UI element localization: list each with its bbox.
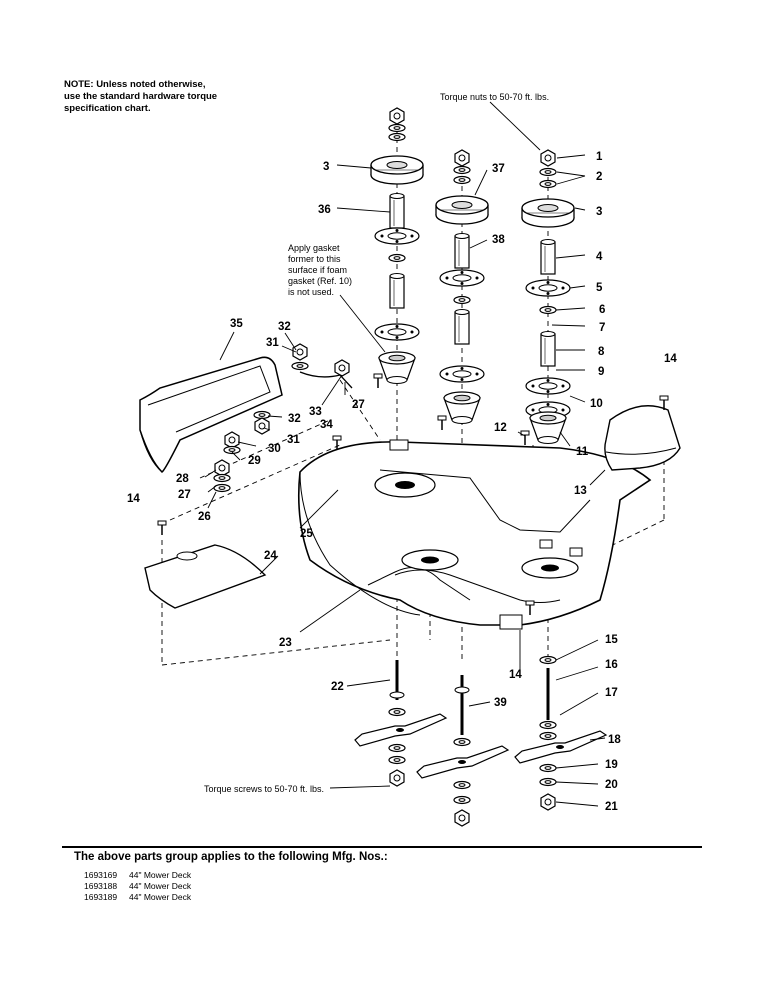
- part-label-31-upper: 31: [266, 337, 279, 349]
- part-label-24: 24: [264, 550, 277, 562]
- mfg-row: 1693189 44" Mower Deck: [84, 892, 191, 903]
- part-number-labels: 1 2 3 3 4 5 6 7 8 9 10 11 12 13 14 14 14…: [127, 151, 677, 813]
- part-label-37: 37: [492, 163, 505, 175]
- part-label-15: 15: [605, 634, 618, 646]
- part-label-3-right: 3: [596, 206, 602, 218]
- mfg-number-list: 1693169 44" Mower Deck 1693188 44" Mower…: [84, 870, 191, 903]
- mfg-description: 44" Mower Deck: [129, 881, 192, 891]
- part-label-23: 23: [279, 637, 292, 649]
- torque-note: NOTE: Unless noted otherwise, use the st…: [64, 79, 264, 115]
- note-line-1: NOTE: Unless noted otherwise,: [64, 79, 206, 90]
- left-guard: [144, 544, 267, 609]
- exploded-view-diagram: Torque nuts to 50-70 ft. lbs. Apply gask…: [127, 92, 681, 827]
- part-label-30: 30: [268, 443, 281, 455]
- part-label-38: 38: [492, 234, 505, 246]
- part-label-32-upper: 32: [278, 321, 291, 333]
- part-label-14-left: 14: [127, 493, 140, 505]
- mfg-number: 1693188: [84, 881, 118, 891]
- leader-lines: [204, 101, 606, 807]
- mfg-description: 44" Mower Deck: [129, 892, 192, 902]
- applies-heading: The above parts group applies to the fol…: [74, 851, 388, 863]
- part-label-35: 35: [230, 318, 243, 330]
- part-label-16: 16: [605, 659, 618, 671]
- part-label-14-bottom: 14: [509, 669, 522, 681]
- part-label-31-lower: 31: [287, 434, 300, 446]
- gasket-callout-line-5: is not used.: [288, 287, 334, 297]
- blade-assembly-left: [354, 660, 447, 787]
- part-label-9: 9: [598, 366, 604, 378]
- part-label-4: 4: [596, 251, 603, 263]
- part-label-28: 28: [176, 473, 189, 485]
- part-label-19: 19: [605, 759, 618, 771]
- part-label-27: 27: [178, 489, 191, 501]
- part-label-36: 36: [318, 204, 331, 216]
- mfg-description: 44" Mower Deck: [129, 870, 192, 880]
- gasket-callout-line-3: surface if foam: [288, 265, 347, 275]
- part-label-8: 8: [598, 346, 605, 358]
- part-label-26: 26: [198, 511, 211, 523]
- part-label-27-upper: 27: [352, 399, 365, 411]
- blade-assembly-right: [514, 655, 607, 811]
- gasket-callout-line-4: gasket (Ref. 10): [288, 276, 352, 286]
- note-line-2: use the standard hardware torque: [64, 91, 218, 102]
- mfg-number: 1693169: [84, 870, 118, 880]
- spindle-stack-c: [520, 149, 575, 446]
- mfg-row: 1693188 44" Mower Deck: [84, 881, 191, 892]
- torque-nuts-callout: Torque nuts to 50-70 ft. lbs.: [440, 92, 549, 102]
- footer-divider: [62, 846, 702, 848]
- part-label-13: 13: [574, 485, 587, 497]
- part-label-7: 7: [599, 322, 605, 334]
- mfg-number: 1693189: [84, 892, 118, 902]
- torque-screws-callout: Torque screws to 50-70 ft. lbs.: [204, 784, 324, 794]
- part-label-17: 17: [605, 687, 618, 699]
- part-label-20: 20: [605, 779, 618, 791]
- note-line-3: specification chart.: [64, 103, 151, 114]
- part-label-1: 1: [596, 151, 603, 163]
- part-label-33: 33: [309, 406, 322, 418]
- part-label-32-lower: 32: [288, 413, 301, 425]
- gasket-callout: Apply gasket former to this surface if f…: [288, 243, 352, 297]
- discharge-chute: [139, 356, 283, 473]
- part-label-10: 10: [590, 398, 603, 410]
- part-label-18: 18: [608, 734, 621, 746]
- part-label-11: 11: [576, 446, 589, 458]
- mower-deck-shell: [297, 439, 652, 630]
- blade-assembly-center: [416, 675, 509, 827]
- gasket-callout-line-1: Apply gasket: [288, 243, 340, 253]
- part-label-12: 12: [494, 422, 507, 434]
- part-label-21: 21: [605, 801, 618, 813]
- mfg-row: 1693169 44" Mower Deck: [84, 870, 191, 881]
- part-label-14-right: 14: [664, 353, 677, 365]
- right-guard: [604, 405, 681, 471]
- part-label-5: 5: [596, 282, 603, 294]
- part-label-22: 22: [331, 681, 344, 693]
- part-label-2: 2: [596, 171, 602, 183]
- part-label-6: 6: [599, 304, 605, 316]
- part-label-39: 39: [494, 697, 507, 709]
- part-label-34: 34: [320, 419, 333, 431]
- part-label-29: 29: [248, 455, 261, 467]
- gasket-callout-line-2: former to this: [288, 254, 341, 264]
- chute-hardware: [157, 343, 669, 616]
- part-label-3-left: 3: [323, 161, 329, 173]
- part-label-25: 25: [300, 528, 313, 540]
